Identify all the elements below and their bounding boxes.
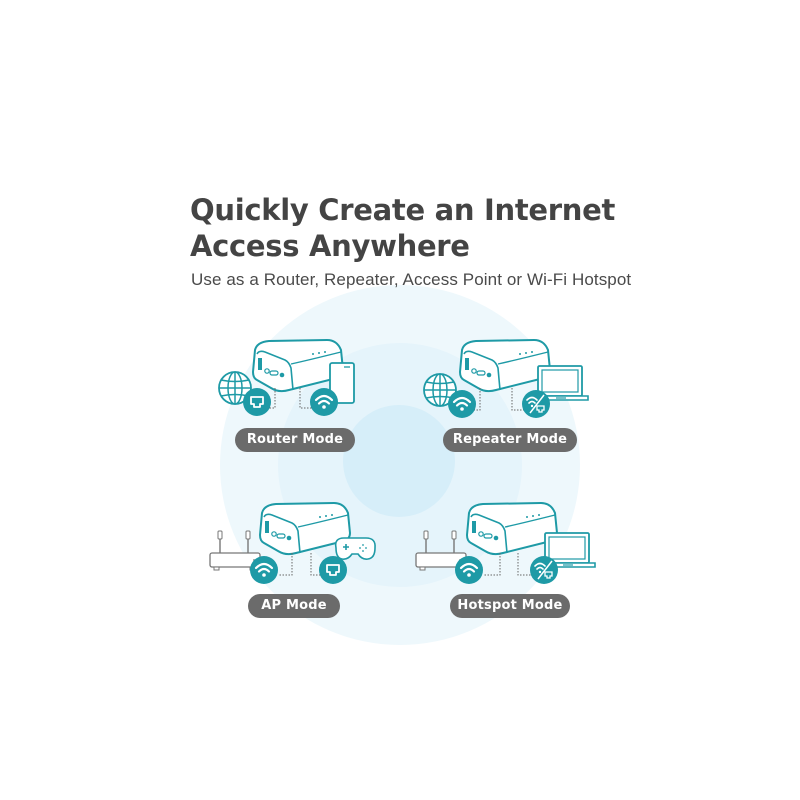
- title-line-2: Access Anywhere: [190, 229, 470, 263]
- gamepad-icon: [334, 537, 376, 560]
- ethernet-icon: [318, 555, 348, 585]
- wifi-ethernet-icon: [521, 389, 551, 419]
- router-mode-illustration: [218, 339, 355, 418]
- page-subtitle: Use as a Router, Repeater, Access Point …: [191, 270, 632, 289]
- router-mode-label: Router Mode: [235, 428, 355, 452]
- repeater-mode-illustration: [423, 339, 589, 420]
- repeater-mode-label: Repeater Mode: [443, 428, 577, 452]
- ap-mode-label: AP Mode: [248, 594, 340, 618]
- wifi-icon: [453, 554, 485, 586]
- hotspot-mode-illustration: [415, 502, 596, 586]
- hotspot-mode-label: Hotspot Mode: [450, 594, 570, 618]
- ethernet-icon: [242, 387, 272, 417]
- ap-mode-illustration: [209, 502, 376, 586]
- wifi-icon: [446, 388, 478, 420]
- wifi-icon: [308, 386, 340, 418]
- page-title: Quickly Create an Internet Access Anywhe…: [190, 192, 615, 264]
- wifi-ethernet-icon: [529, 555, 559, 585]
- phone-icon: [329, 362, 355, 404]
- title-line-1: Quickly Create an Internet: [190, 193, 616, 227]
- wifi-icon: [248, 554, 280, 586]
- background-circle-inner: [343, 405, 455, 517]
